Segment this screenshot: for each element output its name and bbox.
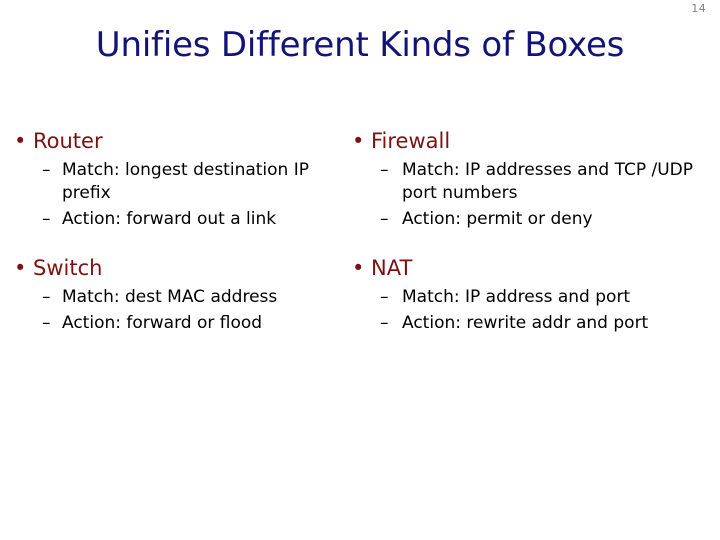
bullet-dot-icon: • (352, 129, 365, 153)
sub-bullet-label: Action: forward or flood (62, 313, 263, 333)
bullet-heading-switch: • Switch (10, 253, 350, 283)
page-title: Unifies Different Kinds of Boxes (95, 25, 625, 65)
bullet-heading-label: Switch (33, 255, 103, 280)
bullet-heading-label: NAT (371, 255, 413, 280)
sub-bullet-label: Action: permit or deny (402, 209, 593, 229)
bullet-heading-label: Router (33, 129, 103, 153)
dash-icon: – (42, 286, 51, 307)
bullet-dot-icon: • (352, 255, 365, 280)
dash-icon: – (42, 209, 51, 229)
sub-bullet-item: – Action: permit or deny (380, 208, 720, 231)
sub-bullet-item: – Match: IP address and port (380, 286, 720, 309)
sub-bullet-item: – Match: dest MAC address (42, 286, 350, 309)
sub-bullet-item: – Match: IP addresses and TCP /UDP port … (380, 159, 720, 204)
dash-icon: – (380, 313, 389, 333)
sub-bullet-label: Action: forward out a link (62, 209, 277, 229)
dash-icon: – (42, 313, 51, 333)
dash-icon: – (380, 286, 389, 307)
dash-icon: – (42, 160, 51, 180)
content-column-right: • Firewall – Match: IP addresses and TCP… (348, 126, 720, 339)
bullet-heading-router: • Router (10, 126, 350, 156)
sub-bullet-item: – Action: rewrite addr and port (380, 312, 720, 335)
content-column-left: • Router – Match: longest destination IP… (10, 126, 350, 339)
slide-body: • Router – Match: longest destination IP… (0, 126, 720, 406)
bullet-heading-firewall: • Firewall (348, 126, 720, 156)
sub-bullet-list-firewall: – Match: IP addresses and TCP /UDP port … (348, 159, 720, 231)
bullet-group-router: • Router – Match: longest destination IP… (10, 126, 350, 231)
slide-number: 14 (691, 2, 706, 15)
bullet-group-firewall: • Firewall – Match: IP addresses and TCP… (348, 126, 720, 231)
sub-bullet-item: – Action: forward out a link (42, 208, 350, 231)
dash-icon: – (380, 160, 389, 180)
bullet-dot-icon: • (14, 129, 27, 153)
dash-icon: – (380, 209, 389, 229)
sub-bullet-label: Action: rewrite addr and port (402, 313, 649, 333)
sub-bullet-list-switch: – Match: dest MAC address – Action: forw… (10, 286, 350, 335)
bullet-heading-nat: • NAT (348, 253, 720, 283)
sub-bullet-label: Match: longest destination IP prefix (62, 160, 309, 203)
sub-bullet-item: – Match: longest destination IP prefix (42, 159, 350, 204)
bullet-group-switch: • Switch – Match: dest MAC address – Act… (10, 253, 350, 335)
sub-bullet-list-router: – Match: longest destination IP prefix –… (10, 159, 350, 231)
sub-bullet-item: – Action: forward or flood (42, 312, 350, 335)
sub-bullet-label: Match: IP addresses and TCP /UDP port nu… (402, 160, 693, 203)
bullet-dot-icon: • (14, 255, 27, 280)
bullet-heading-label: Firewall (371, 129, 451, 153)
sub-bullet-label: Match: dest MAC address (62, 286, 278, 307)
sub-bullet-list-nat: – Match: IP address and port – Action: r… (348, 286, 720, 335)
bullet-group-nat: • NAT – Match: IP address and port – Act… (348, 253, 720, 335)
sub-bullet-label: Match: IP address and port (402, 286, 631, 307)
